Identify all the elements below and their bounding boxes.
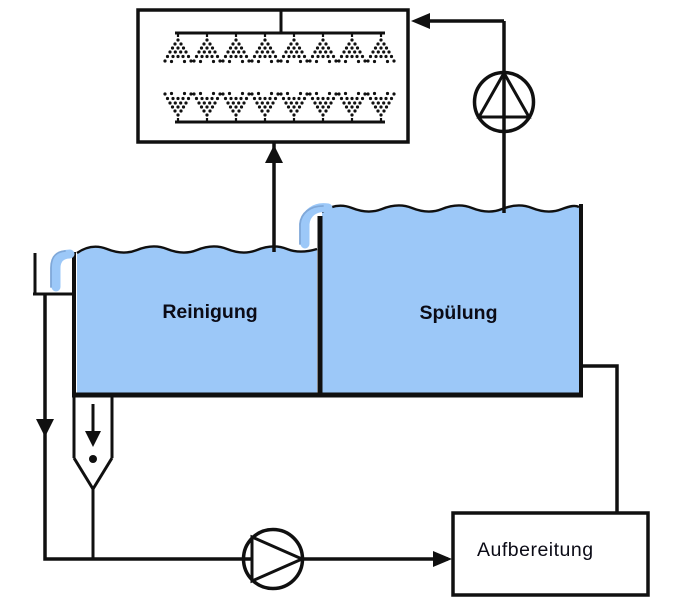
spray-chamber — [136, 8, 410, 144]
flow-arrow-left-icon — [411, 13, 430, 29]
flow-arrow-right-icon — [433, 551, 452, 567]
pump-icon-bottom — [241, 527, 306, 591]
tank-structure — [72, 204, 583, 398]
cleaning-tank-water — [76, 245, 318, 394]
collector-funnel — [72, 395, 114, 559]
pump-icon-top — [472, 21, 536, 213]
recirculation-pipe — [411, 13, 504, 29]
cleaning-tank-label: Reinigung — [162, 301, 258, 323]
overflow-spout-left — [50, 249, 75, 292]
treatment-box — [433, 511, 650, 597]
flow-arrow-funnel-icon — [85, 431, 101, 447]
flow-arrow-up-icon — [265, 145, 283, 163]
water-surface-right — [321, 204, 580, 213]
treatment-box-label: Aufbereitung — [477, 539, 594, 561]
flow-arrow-down-icon — [36, 419, 54, 437]
overflow-spout-partition — [299, 203, 333, 249]
rinse-outlet-pipe — [583, 364, 619, 513]
rinsing-tank-water — [321, 204, 580, 394]
drain-pipe — [36, 294, 448, 561]
rinsing-tank-label: Spülung — [419, 302, 498, 324]
particle-dot — [89, 455, 97, 463]
overflow-trough — [33, 253, 72, 296]
water-surface-left — [76, 245, 318, 254]
